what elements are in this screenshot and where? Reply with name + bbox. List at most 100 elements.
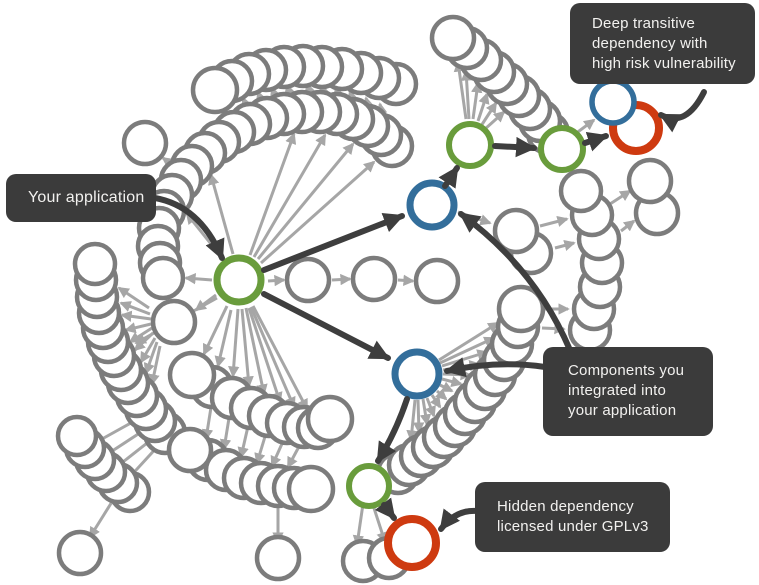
label-arrow-deep-transitive (658, 89, 707, 133)
edge-app-to-blue2 (261, 291, 391, 361)
dependency-node (305, 394, 355, 444)
dependency-node (121, 119, 169, 167)
dependency-edge (460, 69, 473, 120)
dependency-edge (88, 496, 117, 539)
dependency-edge (352, 503, 365, 547)
dependency-edge (483, 110, 506, 131)
dependency-node (190, 65, 240, 115)
dependency-edge (331, 273, 352, 286)
edge-app-to-blue1 (261, 213, 405, 273)
dependency-node (72, 241, 118, 287)
dependency-node (284, 256, 332, 304)
dependency-edge (240, 308, 254, 388)
label-arrow-hidden-dependency (438, 507, 481, 532)
edge-green2-to-green3 (492, 136, 537, 158)
dependency-edge (244, 307, 268, 396)
dependency-edge (441, 376, 463, 388)
deep-transitive-label: Deep transitive dependency with high ris… (570, 3, 755, 84)
dependency-edge (425, 397, 436, 418)
dependency-nodes-layer (55, 14, 681, 584)
label-line: integrated into (568, 382, 667, 399)
dependency-node (558, 168, 604, 214)
dependency-edge (124, 322, 152, 334)
dependency-edge (429, 394, 442, 409)
dependency-edge (435, 388, 448, 401)
your-application-label: Your application (6, 174, 156, 222)
dependency-edge (247, 307, 283, 404)
dependency-edge (267, 274, 286, 287)
dependency-edge (133, 331, 155, 352)
dependency-edge (371, 504, 388, 544)
integrated-component-node-1 (406, 179, 458, 231)
edge-blue2-to-green4 (375, 396, 410, 464)
dependency-edge (406, 399, 418, 442)
hidden-dependency-label: Hidden dependency licensed under GPLv3 (475, 482, 670, 552)
label-line: licensed under GPLv3 (497, 518, 649, 535)
dependency-edge (413, 399, 425, 434)
integrated-component-node-2 (391, 348, 443, 400)
label-line: Deep transitive (592, 15, 696, 32)
dependency-edge (208, 173, 235, 255)
transitive-node-3 (346, 463, 392, 509)
dependency-node (167, 350, 217, 400)
label-line: Your application (28, 189, 145, 206)
dependency-edge (439, 381, 454, 393)
dependency-node (56, 529, 104, 577)
dependency-node (492, 207, 540, 255)
highlighted-nodes-layer (213, 78, 663, 571)
edge-green3-to-red1 (582, 132, 609, 152)
dependency-edge (260, 160, 376, 265)
dependency-node (55, 414, 99, 458)
deep-transitive-blue-node (589, 78, 637, 126)
dependency-node (150, 298, 198, 346)
dependency-edge (184, 273, 213, 285)
dependency-edge (397, 274, 415, 287)
components-label: Components you integrated into your appl… (543, 347, 713, 436)
label-line: high risk vulnerability (592, 55, 736, 72)
transitive-node-1 (446, 121, 494, 169)
dependency-node (254, 534, 302, 582)
dependency-edge (609, 189, 632, 206)
dependency-edge (228, 308, 240, 378)
edge-blue1-to-green2 (438, 165, 460, 189)
dependency-edge (139, 337, 157, 364)
dependency-edge (479, 101, 498, 127)
label-line: Hidden dependency (497, 498, 634, 515)
dependency-edge (453, 60, 468, 120)
dependency-edge (117, 286, 150, 310)
dependency-edge (202, 305, 229, 356)
dependency-edge (438, 321, 500, 362)
dependency-edge (442, 368, 472, 381)
dependency-edge (256, 142, 355, 260)
highlight-edges-layer (152, 89, 707, 532)
dependency-edge (471, 81, 483, 120)
dependency-node (413, 257, 461, 305)
dependency-edge (249, 306, 296, 409)
dependency-edge (143, 341, 159, 375)
dependency-edge (148, 345, 162, 386)
label-arrow-components-to-blue2 (444, 357, 548, 378)
dependency-node (496, 284, 546, 334)
dependency-node (626, 157, 674, 205)
dependency-edge (252, 133, 327, 258)
label-arrow-your-application (152, 195, 225, 261)
transitive-node-2 (538, 125, 586, 173)
dependency-edge (419, 398, 432, 426)
dependency-node (350, 255, 398, 303)
dependency-node (286, 464, 336, 514)
dependency-edge (620, 219, 636, 233)
dependency-edge (248, 132, 297, 256)
dependency-edge (214, 309, 233, 368)
label-line: Components you (568, 362, 685, 379)
dependency-edge (539, 215, 569, 228)
dependency-node (429, 14, 477, 62)
dependency-node (166, 426, 214, 474)
dependency-edge (251, 305, 309, 411)
label-line: your application (568, 402, 677, 419)
dependency-edge (119, 301, 151, 316)
dependency-node (140, 255, 186, 301)
gplv3-dependency-node (384, 515, 440, 571)
dependency-edge (120, 310, 152, 322)
dependency-edge (128, 326, 153, 344)
